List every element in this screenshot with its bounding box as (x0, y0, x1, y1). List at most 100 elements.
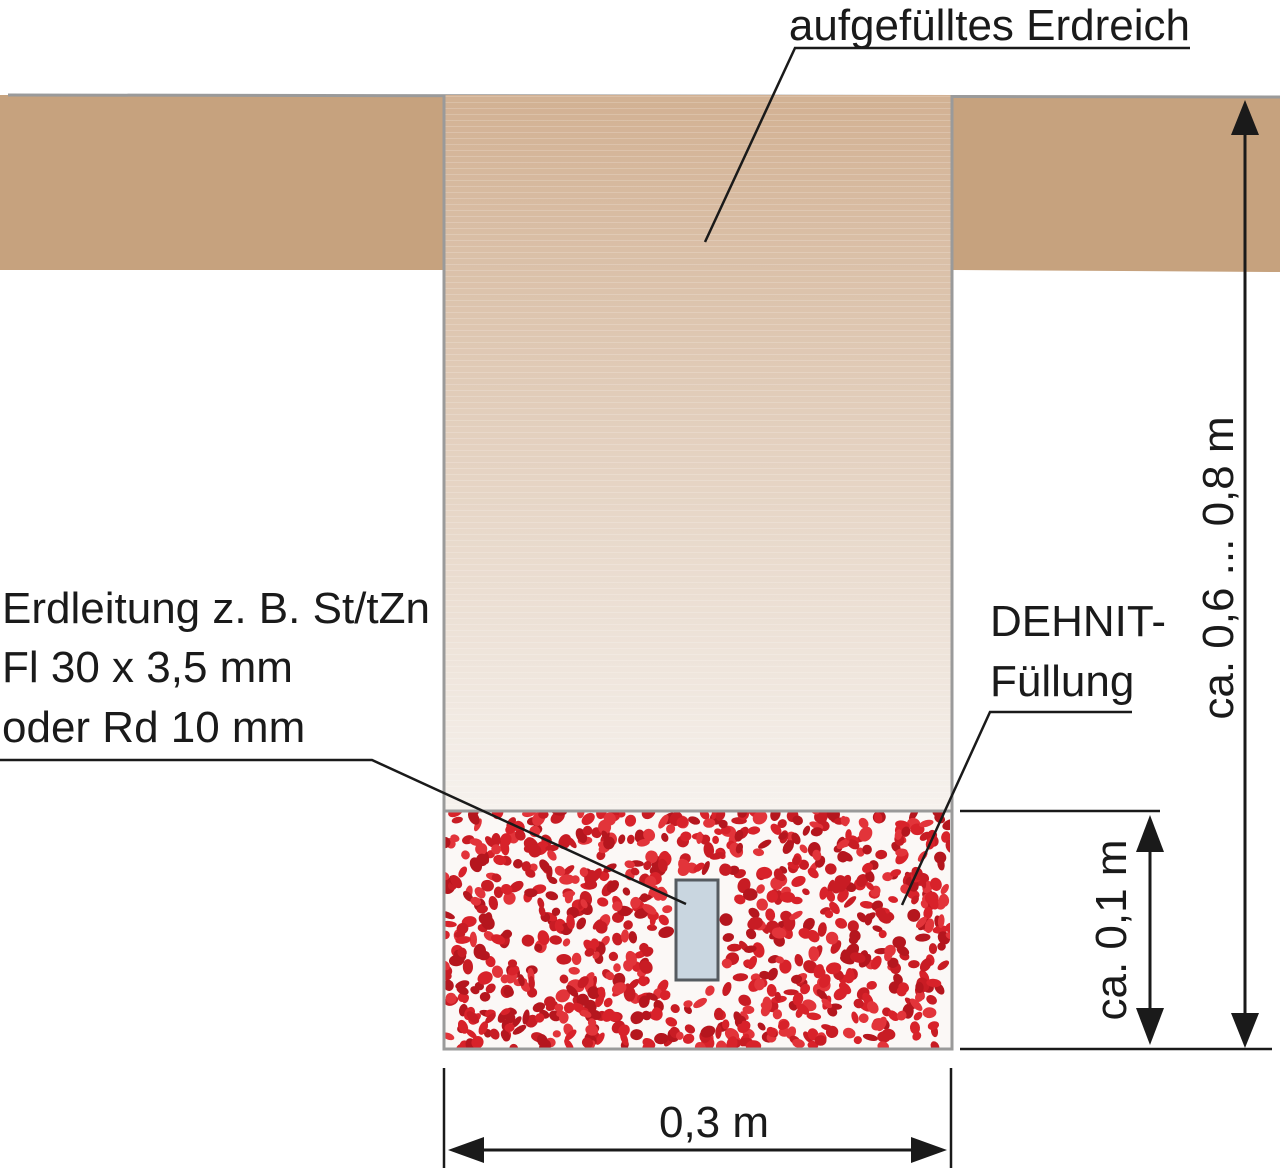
dehnit-granule (840, 815, 849, 827)
dehnit-granule (782, 840, 794, 854)
dehnit-granule (445, 992, 457, 1004)
dehnit-granule (733, 1011, 743, 1025)
dehnit-granule (603, 836, 615, 850)
dehnit-granule (752, 811, 768, 825)
dehnit-granule (814, 1035, 827, 1046)
dehnit-granule (914, 991, 925, 1002)
dehnit-granule (907, 908, 921, 922)
dehnit-granule (566, 914, 575, 930)
dimension-fill-depth (960, 809, 1272, 1051)
dehnit-granule (554, 865, 566, 876)
soil-left (0, 95, 444, 270)
dehnit-granule (722, 933, 735, 942)
dehnit-granule (772, 1009, 783, 1020)
dehnit-granule (606, 1011, 621, 1022)
dehnit-granule (467, 811, 480, 825)
dehnit-granule (456, 985, 469, 995)
dehnit-granule (580, 899, 588, 909)
dehnit-granule (850, 952, 866, 963)
dehnit-granule (765, 908, 776, 921)
dehnit-granule (701, 860, 710, 876)
dehnit-granule (862, 844, 872, 855)
dehnit-granule (778, 1020, 789, 1030)
dehnit-granule (703, 842, 715, 858)
dehnit-granule (816, 989, 828, 1001)
dehnit-granule (566, 985, 579, 998)
dehnit-granule (683, 1000, 693, 1008)
dehnit-granule (930, 877, 942, 891)
dehnit-granule (475, 842, 488, 856)
dehnit-granule (466, 1011, 480, 1024)
label-depth-total: ca. 0,6 ... 0,8 m (1194, 416, 1243, 719)
dehnit-granule (766, 984, 777, 997)
dehnit-granule (522, 811, 537, 817)
dehnit-granule (658, 926, 675, 938)
dehnit-granule (856, 874, 869, 887)
dehnit-granule (783, 989, 799, 996)
label-trench-width: 0,3 m (659, 1098, 769, 1147)
dehnit-granule (945, 931, 950, 940)
dehnit-granule (654, 1032, 669, 1045)
dehnit-granule (941, 831, 950, 843)
dehnit-granule (759, 970, 771, 980)
dehnit-granule (870, 955, 882, 970)
label-conductor-line2: Fl 30 x 3,5 mm (2, 643, 293, 692)
dehnit-granule (696, 831, 703, 844)
dehnit-granule (507, 959, 518, 968)
dehnit-granule (840, 949, 848, 961)
dimension-width (442, 1068, 953, 1168)
dehnit-granule (775, 956, 784, 964)
dehnit-granule (713, 1007, 724, 1021)
dehnit-granule (821, 1024, 834, 1031)
dehnit-granule (872, 925, 883, 932)
dehnit-granule (444, 979, 454, 991)
label-conductor-line1: Erdleitung z. B. St/tZn (2, 584, 430, 633)
dehnit-granule (791, 974, 803, 984)
dehnit-granule (675, 1031, 684, 1040)
dehnit-granule (596, 850, 606, 861)
dehnit-granule (630, 896, 641, 909)
dehnit-granule (848, 935, 859, 945)
dehnit-granule (551, 907, 561, 917)
dehnit-granule (463, 891, 474, 902)
dehnit-granule (470, 896, 482, 906)
dehnit-granule (887, 957, 899, 969)
dehnit-granule (742, 1005, 755, 1015)
dehnit-granule (571, 952, 582, 965)
dehnit-granule (715, 1025, 722, 1039)
dehnit-granule (789, 910, 803, 921)
dehnit-granule (581, 812, 595, 826)
dehnit-granule (909, 1021, 921, 1035)
dehnit-granule (503, 891, 516, 905)
label-dehnit-line1: DEHNIT- (990, 597, 1166, 646)
dehnit-granule (491, 873, 502, 883)
dehnit-granule (493, 886, 504, 899)
dehnit-granule (771, 927, 787, 939)
dehnit-granule (630, 1029, 643, 1041)
dehnit-granule (818, 974, 831, 988)
dehnit-granule (684, 1024, 696, 1034)
dehnit-granule (630, 867, 640, 876)
dehnit-granule (500, 1029, 511, 1042)
dehnit-granule (743, 945, 757, 953)
dehnit-granule (703, 818, 716, 828)
dehnit-granule (512, 1024, 527, 1035)
dehnit-granule (732, 973, 749, 982)
dehnit-granule (796, 1002, 810, 1015)
dehnit-granule (884, 948, 893, 962)
dehnit-granule (500, 974, 509, 984)
dehnit-granule (559, 874, 575, 885)
dehnit-granule (457, 947, 467, 958)
dehnit-granule (643, 860, 652, 871)
dehnit-granule (624, 860, 635, 869)
dehnit-granule (794, 953, 804, 967)
dehnit-granule (590, 1010, 602, 1020)
dehnit-granule (816, 814, 827, 825)
label-conductor-line3: oder Rd 10 mm (2, 703, 305, 752)
dehnit-granule (528, 844, 542, 858)
dehnit-granule (478, 950, 490, 961)
dehnit-granule (554, 1003, 564, 1012)
dehnit-granule (469, 931, 478, 948)
dehnit-granule (485, 1013, 496, 1024)
dehnit-granule (444, 971, 452, 981)
